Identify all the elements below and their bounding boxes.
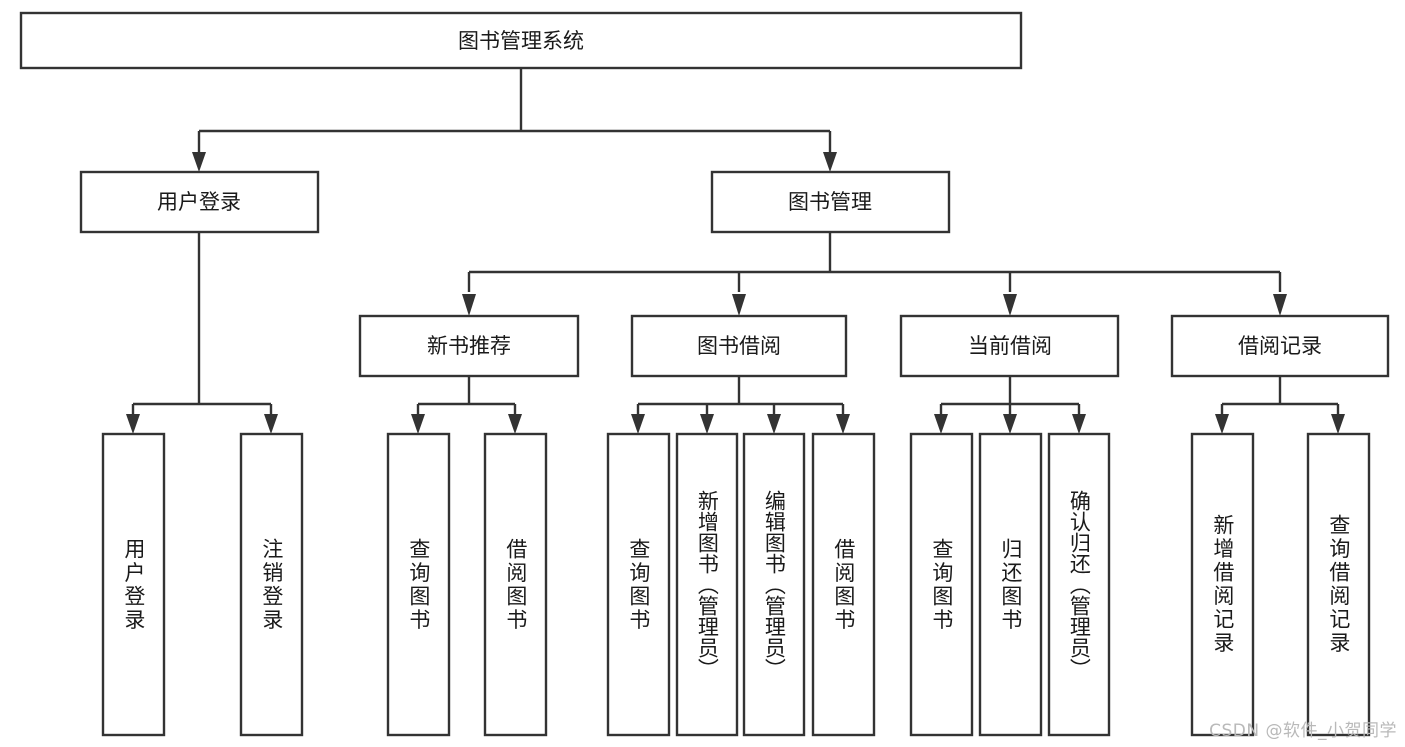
node-user-login-box[interactable] [79,170,320,234]
node-book-borrow-box[interactable] [630,314,848,378]
arrow-record-to-leaf-2 [1331,414,1345,434]
leaf-box-borrow-book-1[interactable] [483,432,548,737]
connector-record-bus [1220,376,1340,418]
node-book-management-box[interactable] [710,170,951,234]
node-root[interactable]: 图书管理系统 [19,11,1023,70]
node-new-book-recommend-label: 新书推荐 [427,334,511,358]
arrow-borrow-to-leaf-1 [631,414,645,434]
leaf-box-layer [101,432,1371,737]
arrow-new-book-to-leaf-2 [508,414,522,434]
node-borrow-record[interactable]: 借阅记录 [1170,314,1390,378]
arrow-borrow-to-leaf-4 [836,414,850,434]
arrow-book-mgmt-to-record [1273,294,1287,316]
connector-current-bus [939,376,1081,418]
arrow-current-to-leaf-2 [1003,414,1017,434]
arrow-borrow-to-leaf-3 [767,414,781,434]
leaf-box-user-login[interactable] [101,432,166,737]
leaf-box-add-book-admin[interactable] [675,432,739,737]
node-new-book-recommend-box[interactable] [358,314,580,378]
leaf-box-edit-book-admin[interactable] [742,432,806,737]
node-borrow-record-label: 借阅记录 [1238,334,1322,358]
node-book-borrow-label: 图书借阅 [697,334,781,358]
arrow-record-to-leaf-1 [1215,414,1229,434]
node-current-borrow[interactable]: 当前借阅 [899,314,1120,378]
node-root-label: 图书管理系统 [458,29,584,53]
arrow-book-mgmt-to-new-book [462,294,476,316]
leaf-box-query-book-3[interactable] [909,432,974,737]
connector-root-bus [197,68,832,158]
connector-layer [126,68,1345,434]
node-user-login[interactable]: 用户登录 [79,170,320,234]
arrow-root-to-user-login [192,152,206,172]
node-current-borrow-box[interactable] [899,314,1120,378]
connector-book-mgmt-bus [467,232,1282,292]
arrow-user-login-to-leaf-2 [264,414,278,434]
arrow-book-mgmt-to-borrow [732,294,746,316]
arrow-book-mgmt-to-current [1003,294,1017,316]
connector-borrow-bus [636,376,845,418]
node-current-borrow-label: 当前借阅 [968,334,1052,358]
leaf-box-query-book-1[interactable] [386,432,451,737]
node-book-management-label: 图书管理 [788,190,872,214]
leaf-box-logout-login[interactable] [239,432,304,737]
leaf-box-return-book[interactable] [978,432,1043,737]
node-root-box[interactable] [19,11,1023,70]
node-new-book-recommend[interactable]: 新书推荐 [358,314,580,378]
connector-new-book-bus [416,376,517,418]
arrow-user-login-to-leaf-1 [126,414,140,434]
arrow-new-book-to-leaf-1 [411,414,425,434]
leaf-box-query-book-2[interactable] [606,432,671,737]
arrow-root-to-book-mgmt [823,152,837,172]
arrow-current-to-leaf-1 [934,414,948,434]
leaf-box-confirm-return[interactable] [1047,432,1111,737]
leaf-box-borrow-book-2[interactable] [811,432,876,737]
node-user-login-label: 用户登录 [157,190,241,214]
leaf-box-add-record[interactable] [1190,432,1255,737]
node-borrow-record-box[interactable] [1170,314,1390,378]
connector-user-login-bus [131,232,273,418]
leaf-box-query-record[interactable] [1306,432,1371,737]
arrow-current-to-leaf-3 [1072,414,1086,434]
node-book-borrow[interactable]: 图书借阅 [630,314,848,378]
arrow-borrow-to-leaf-2 [700,414,714,434]
node-book-management[interactable]: 图书管理 [710,170,951,234]
